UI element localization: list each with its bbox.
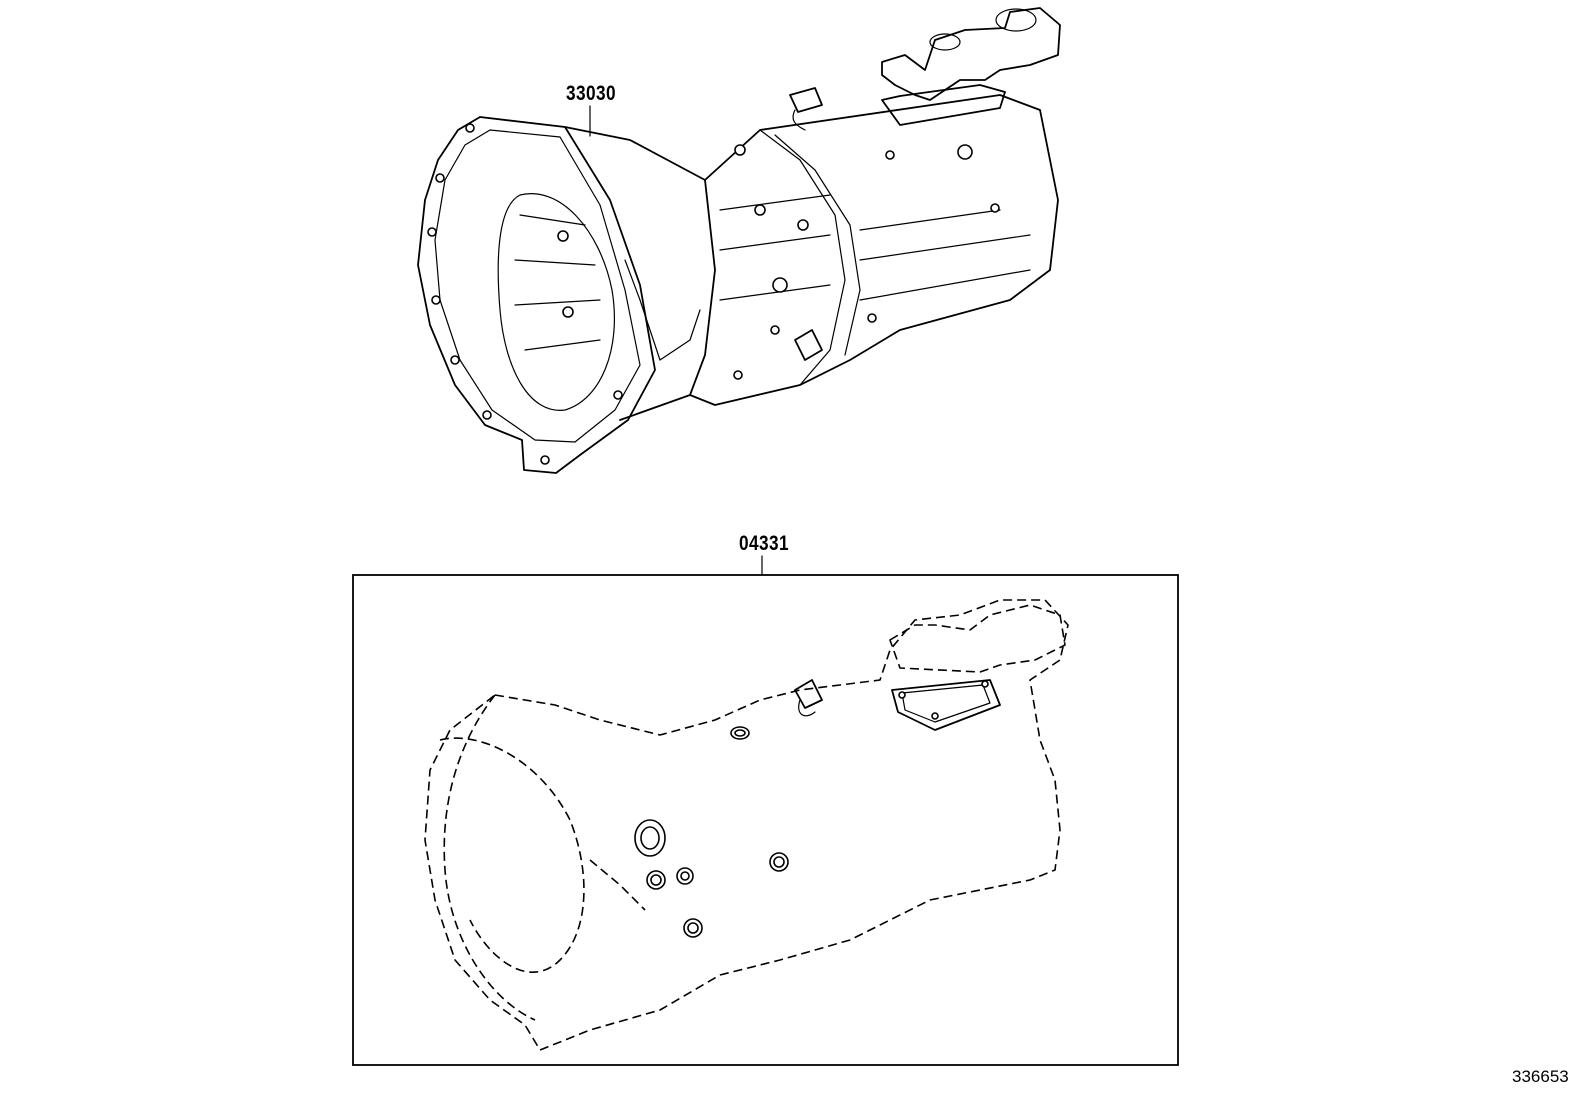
gasket-kit-drawing[interactable] [424,599,1069,1051]
part-number-04331[interactable]: 04331 [739,532,789,555]
part-number-33030[interactable]: 33030 [566,82,616,105]
figure-id: 336653 [1512,1067,1569,1086]
kit-frame [352,574,1179,1066]
transmission-assembly-drawing[interactable] [417,7,1061,474]
